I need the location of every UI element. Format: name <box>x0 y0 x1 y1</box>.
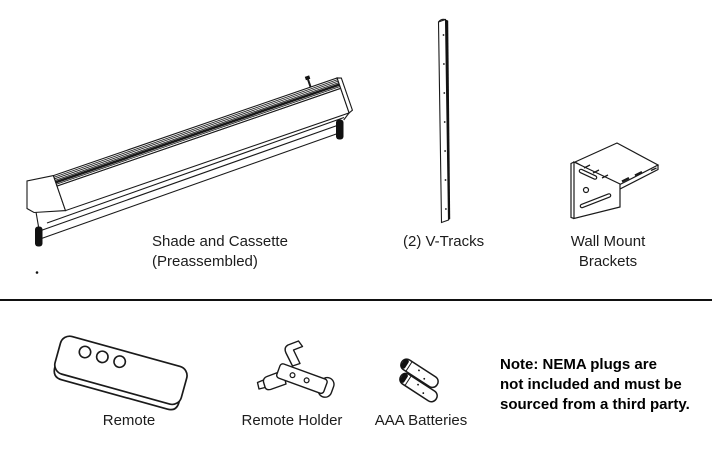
remote-label: Remote <box>102 412 156 429</box>
nema-note-line1: Note: NEMA plugs are <box>500 356 657 373</box>
remote-holder-icon <box>258 341 336 399</box>
v-track-icon <box>439 19 451 222</box>
aaa-batteries-icon <box>392 357 446 404</box>
v-tracks-label: (2) V-Tracks <box>403 233 485 250</box>
wall-mount-label-line2: Brackets <box>578 253 638 270</box>
shade-cassette-label-line2: (Preassembled) <box>152 253 258 270</box>
section-divider <box>0 299 712 301</box>
wall-mount-label-line1: Wall Mount <box>570 233 646 250</box>
period-mark <box>35 271 39 274</box>
shade-cassette-icon <box>27 75 353 274</box>
nema-note-line3: sourced from a third party. <box>500 396 690 413</box>
nema-note: Note: NEMA plugs are not included and mu… <box>500 355 712 415</box>
shade-cassette-label: Shade and Cassette (Preassembled) <box>152 232 288 272</box>
wall-mount-bracket-icon <box>571 143 658 219</box>
nema-note-line2: not included and must be <box>500 376 682 393</box>
wall-mount-brackets-label: Wall Mount Brackets <box>558 232 658 272</box>
remote-holder-label: Remote Holder <box>241 412 343 429</box>
remote-icon <box>51 334 189 412</box>
shade-cassette-label-line1: Shade and Cassette <box>152 233 288 250</box>
aaa-batteries-label: AAA Batteries <box>374 412 468 429</box>
